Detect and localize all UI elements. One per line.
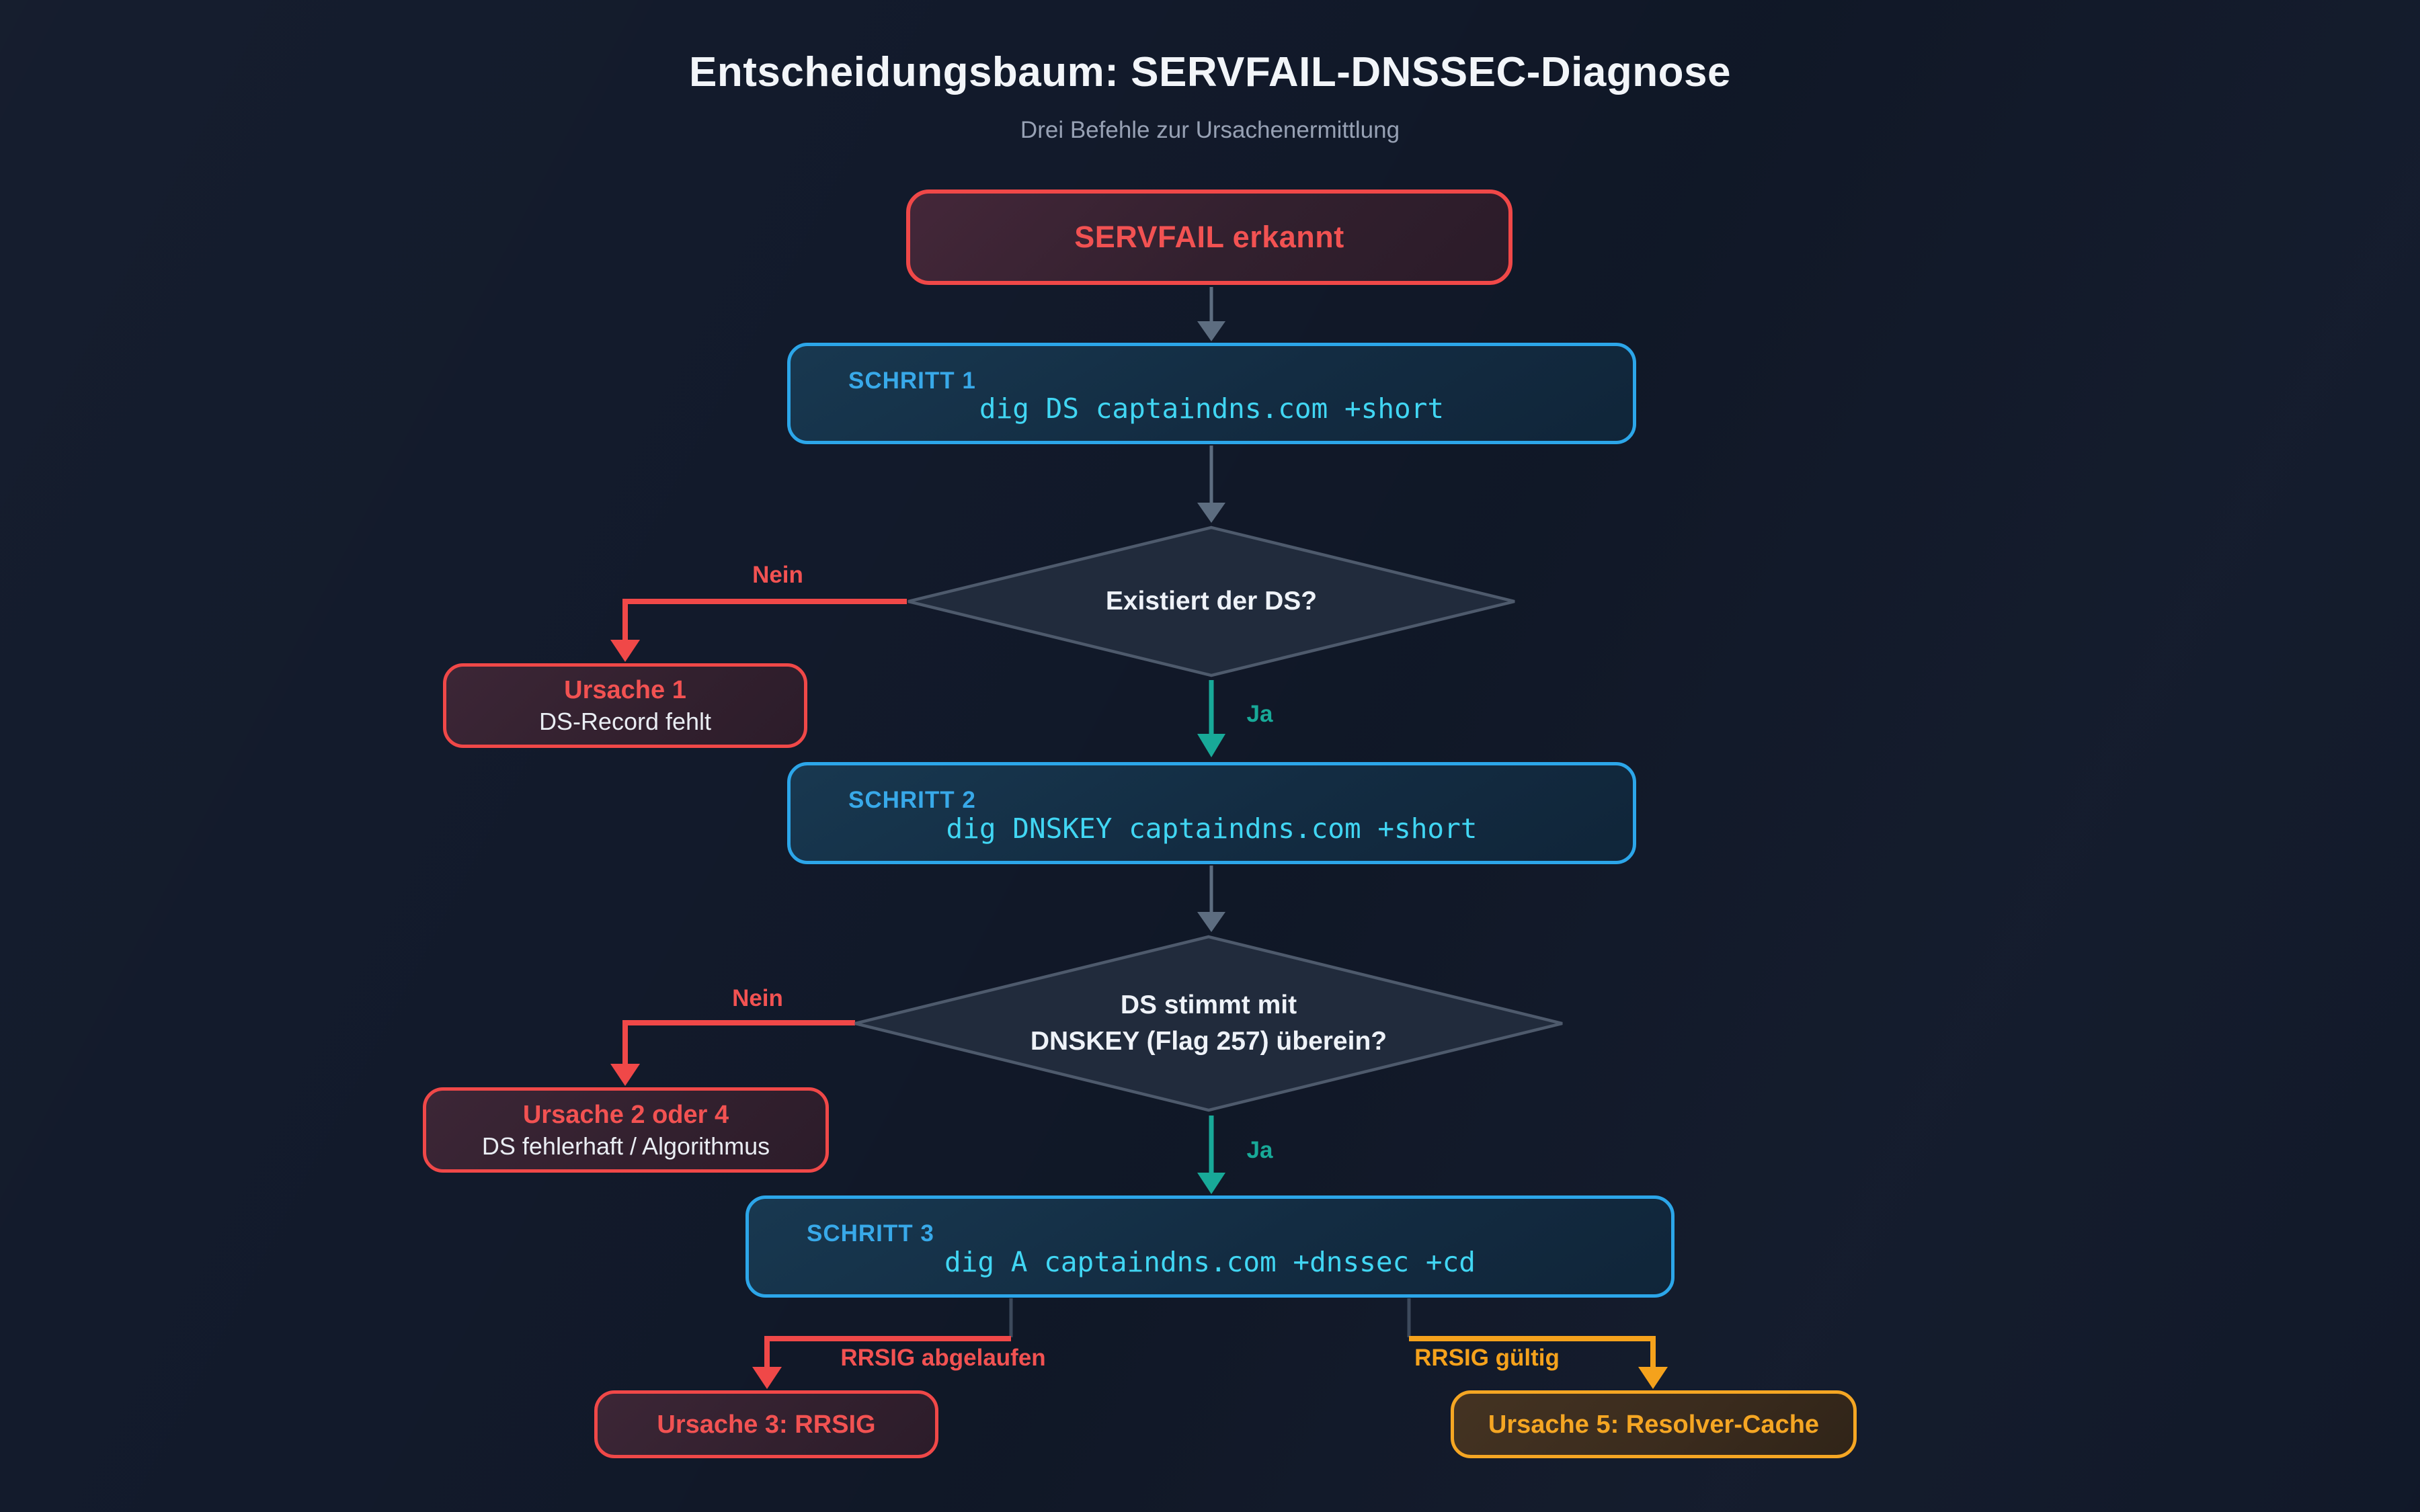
edge-label-no1: Nein <box>752 562 803 588</box>
step1-command: dig DS captaindns.com +short <box>979 392 1445 425</box>
edge-decision1-step2 <box>1197 680 1225 757</box>
cause3-title: Ursache 3: RRSIG <box>657 1410 876 1439</box>
edge-label-rrsig-expired: RRSIG abgelaufen <box>840 1345 1046 1371</box>
edge-label-yes1: Ja <box>1246 701 1273 727</box>
decision1-shape <box>908 526 1515 677</box>
step2-label: SCHRITT 2 <box>848 787 976 813</box>
node-cause3: Ursache 3: RRSIG <box>594 1390 938 1458</box>
page-title: Entscheidungsbaum: SERVFAIL-DNSSEC-Diagn… <box>689 49 1731 95</box>
cause1-detail: DS-Record fehlt <box>538 708 712 735</box>
edge-step3-cause5 <box>1407 1298 1668 1389</box>
node-step1: SCHRITT 1 dig DS captaindns.com +short <box>787 343 1636 444</box>
cause5-title: Ursache 5: Resolver-Cache <box>1488 1410 1820 1439</box>
step3-label: SCHRITT 3 <box>807 1220 934 1247</box>
edge-decision2-cause2 <box>610 1020 855 1086</box>
edge-step2-decision2 <box>1197 866 1225 932</box>
edge-decision1-cause1 <box>610 599 907 662</box>
edge-label-yes2: Ja <box>1246 1137 1273 1163</box>
node-cause1: Ursache 1 DS-Record fehlt <box>443 663 807 748</box>
edge-start-step1 <box>1197 287 1225 341</box>
node-decision2: DS stimmt mit DNSKEY (Flag 257) überein? <box>852 933 1566 1114</box>
node-cause2: Ursache 2 oder 4 DS fehlerhaft / Algorit… <box>423 1087 829 1173</box>
step3-command: dig A captaindns.com +dnssec +cd <box>944 1246 1476 1278</box>
node-decision1: Existiert der DS? <box>905 524 1518 679</box>
edge-label-no2: Nein <box>732 985 783 1011</box>
step2-command: dig DNSKEY captaindns.com +short <box>946 812 1478 845</box>
servfail-label: SERVFAIL erkannt <box>1074 220 1344 254</box>
node-step3: SCHRITT 3 dig A captaindns.com +dnssec +… <box>745 1195 1675 1298</box>
cause1-title: Ursache 1 <box>564 676 686 704</box>
decision2-question: DS stimmt mit DNSKEY (Flag 257) überein? <box>1030 991 1387 1056</box>
node-servfail-start: SERVFAIL erkannt <box>906 190 1513 285</box>
node-step2: SCHRITT 2 dig DNSKEY captaindns.com +sho… <box>787 762 1636 864</box>
edge-step1-decision1 <box>1197 446 1225 523</box>
decision1-question: Existiert der DS? <box>1105 587 1318 616</box>
cause2-title: Ursache 2 oder 4 <box>522 1100 729 1129</box>
decision2-shape <box>854 935 1563 1112</box>
edge-step3-cause3 <box>752 1298 1013 1389</box>
page-subtitle: Drei Befehle zur Ursachenermittlung <box>1020 117 1400 143</box>
cause2-detail: DS fehlerhaft / Algorithmus <box>481 1132 770 1160</box>
edge-label-rrsig-valid: RRSIG gültig <box>1414 1345 1560 1371</box>
edge-decision2-step3 <box>1197 1116 1225 1194</box>
node-cause5: Ursache 5: Resolver-Cache <box>1451 1390 1857 1458</box>
step1-label: SCHRITT 1 <box>848 368 976 394</box>
